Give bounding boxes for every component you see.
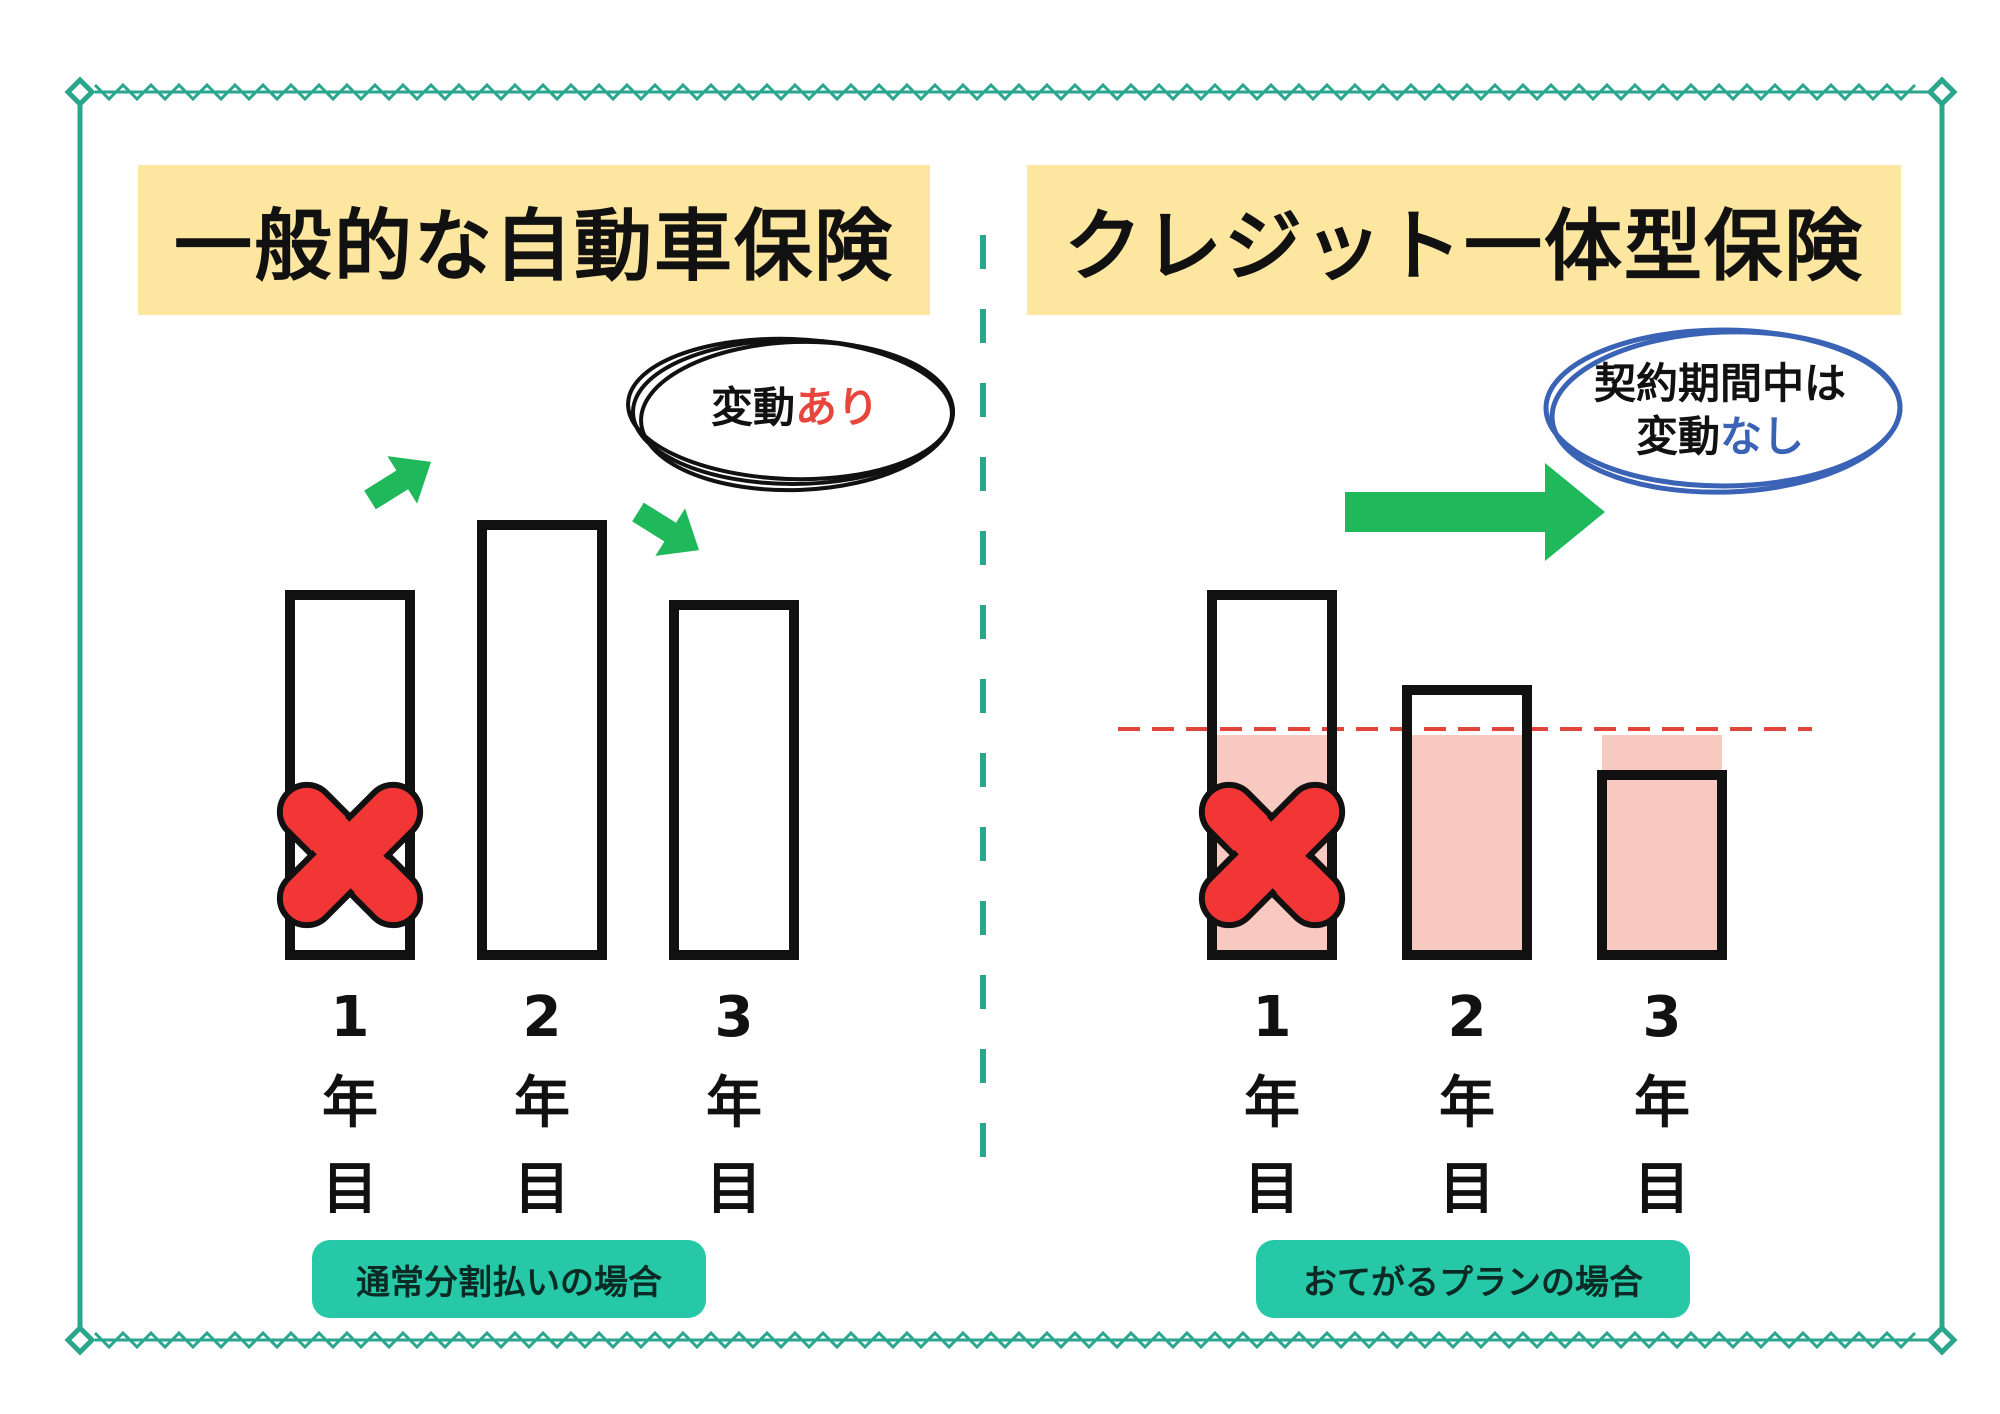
year-label-left-2: 2 年目: [497, 975, 587, 1233]
year-label-part: 年: [1634, 1071, 1690, 1136]
year-label-left-3: 3 年目: [689, 975, 779, 1233]
title-credit-integrated-insurance: クレジット一体型保険: [1027, 165, 1901, 315]
year-label-right-3: 3 年目: [1617, 975, 1707, 1233]
year-label-part: 年: [514, 1071, 570, 1136]
bar-left-2: [477, 520, 607, 960]
title-left-text: 一般的な自動車保険: [173, 202, 894, 292]
year-label-part: 2: [522, 985, 562, 1050]
year-label-part: 3: [1642, 985, 1682, 1050]
bubble-left-outline: [626, 336, 955, 493]
year-label-part: 目: [322, 1157, 378, 1222]
bubble-right-line1: 契約期間中は: [1593, 359, 1846, 408]
bar-fill-right-3: [1602, 735, 1722, 955]
year-label-right-1: 1 年目: [1227, 975, 1317, 1233]
bar-right-3: [1597, 770, 1727, 960]
caption-right-text: おてがるプランの場合: [1303, 1262, 1643, 1303]
bar-left-3: [669, 600, 799, 960]
year-label-part: 目: [1244, 1157, 1300, 1222]
frame-bottom-border: [93, 1330, 1928, 1350]
bubble-left-accent: あり: [795, 383, 880, 432]
year-label-left-1: 1 年目: [305, 975, 395, 1233]
bar-right-1: [1207, 590, 1337, 960]
bars-right: [1198, 590, 1727, 960]
year-label-part: 3: [714, 985, 754, 1050]
bars-left: [276, 520, 799, 960]
year-label-part: 年: [1439, 1071, 1495, 1136]
arrow-up-icon: [364, 456, 432, 510]
bubble-right: 契約期間中は 変動なし: [1545, 358, 1895, 463]
cross-icon: [276, 781, 424, 929]
bubble-left: 変動あり: [645, 382, 945, 435]
frame-corner-diamond: [64, 76, 96, 108]
year-label-part: 目: [1634, 1157, 1690, 1222]
year-label-part: 年: [706, 1071, 762, 1136]
bubble-left-prefix: 変動: [710, 383, 795, 432]
year-label-part: 年: [1244, 1071, 1300, 1136]
decorative-frame: [64, 76, 1958, 1356]
year-label-part: 目: [1439, 1157, 1495, 1222]
year-label-part: 年: [322, 1071, 378, 1136]
year-label-part: 1: [330, 985, 370, 1050]
bubble-right-prefix: 変動: [1635, 411, 1720, 461]
bar-right-2: [1402, 685, 1532, 960]
year-label-right-2: 2 年目: [1422, 975, 1512, 1233]
frame-corner-diamond: [64, 1324, 96, 1356]
bubble-right-accent: なし: [1720, 411, 1805, 461]
year-label-part: 1: [1252, 985, 1292, 1050]
title-general-insurance: 一般的な自動車保険: [138, 165, 930, 315]
cross-icon: [1198, 781, 1346, 929]
arrow-right-icon: [1345, 463, 1605, 561]
arrow-down-icon: [632, 502, 700, 556]
title-right-text: クレジット一体型保険: [1063, 202, 1864, 292]
caption-left-text: 通常分割払いの場合: [356, 1262, 662, 1303]
frame-top-border: [93, 82, 1928, 102]
year-label-part: 目: [514, 1157, 570, 1222]
frame-corner-diamond: [1926, 1324, 1958, 1356]
caption-left: 通常分割払いの場合: [312, 1240, 706, 1318]
year-label-part: 2: [1447, 985, 1487, 1050]
bar-fill-right-2: [1407, 735, 1527, 955]
caption-right: おてがるプランの場合: [1256, 1240, 1690, 1318]
bubble-right-outline: [1543, 327, 1903, 495]
year-label-part: 目: [706, 1157, 762, 1222]
frame-corner-diamond: [1926, 76, 1958, 108]
